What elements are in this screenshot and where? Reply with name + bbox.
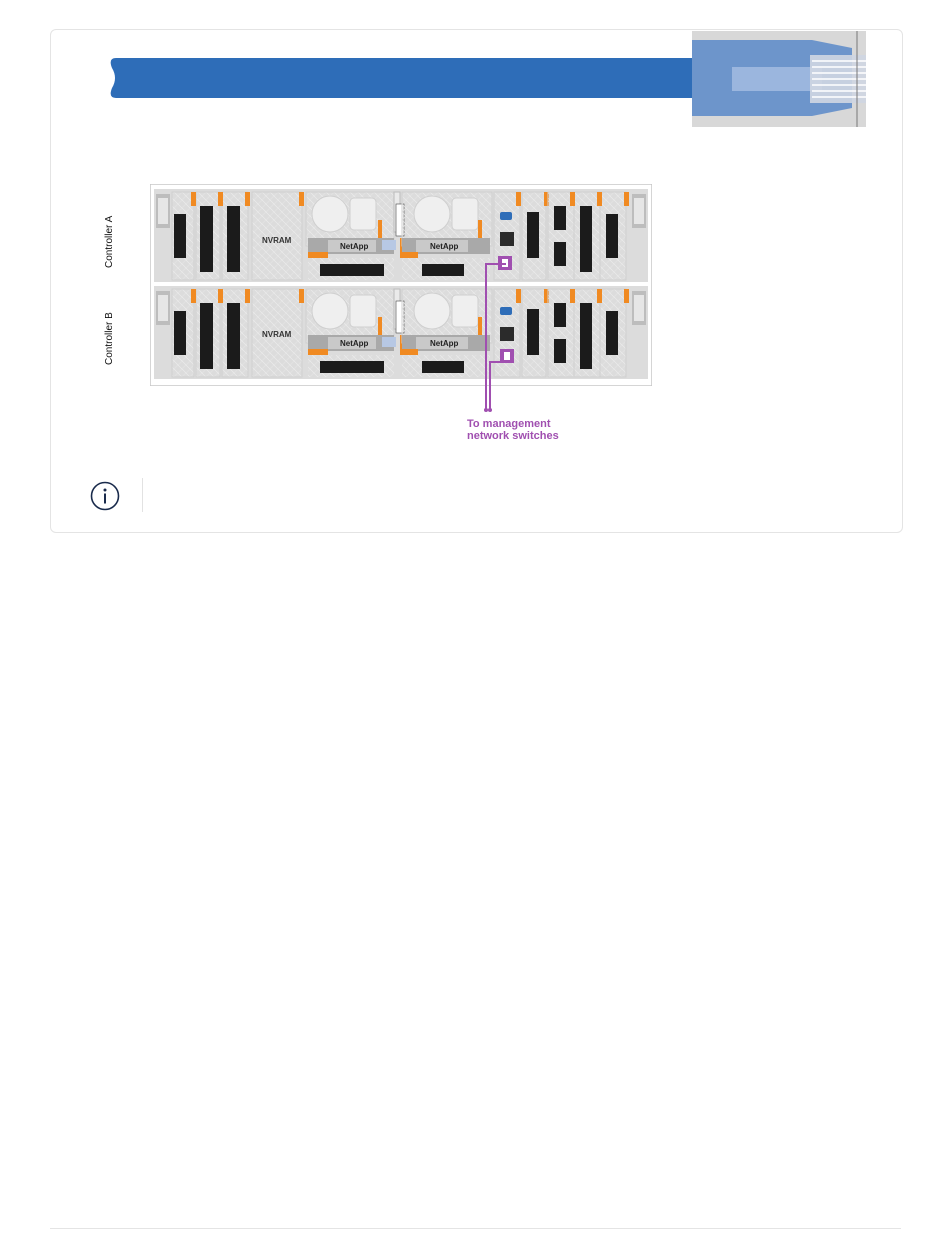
management-label-line1: To management	[467, 418, 559, 430]
management-switches-label: To management network switches	[467, 418, 559, 442]
controller-a-label: Controller A	[104, 216, 115, 268]
management-label-line2: network switches	[467, 430, 559, 442]
netapp-label-b1: NetApp	[340, 339, 369, 348]
netapp-label-a1: NetApp	[340, 242, 369, 251]
footer-divider	[50, 1228, 901, 1229]
netapp-label-a2: NetApp	[430, 242, 459, 251]
controller-b-module: NVRAM NetApp NetApp	[154, 286, 648, 379]
controller-b-label: Controller B	[104, 312, 115, 365]
controller-a-module: NVRAM NetApp NetApp	[154, 189, 648, 282]
info-circle-icon	[90, 481, 120, 511]
nvram-label-b: NVRAM	[262, 330, 292, 339]
note-divider	[142, 478, 143, 512]
nvram-label-a: NVRAM	[262, 236, 292, 245]
controller-chassis-diagram: NVRAM NetApp NetApp	[150, 184, 652, 386]
ethernet-cable-illustration	[108, 58, 748, 98]
netapp-label-b2: NetApp	[430, 339, 459, 348]
management-cables	[470, 256, 530, 416]
rj45-plug-icon	[692, 31, 866, 127]
